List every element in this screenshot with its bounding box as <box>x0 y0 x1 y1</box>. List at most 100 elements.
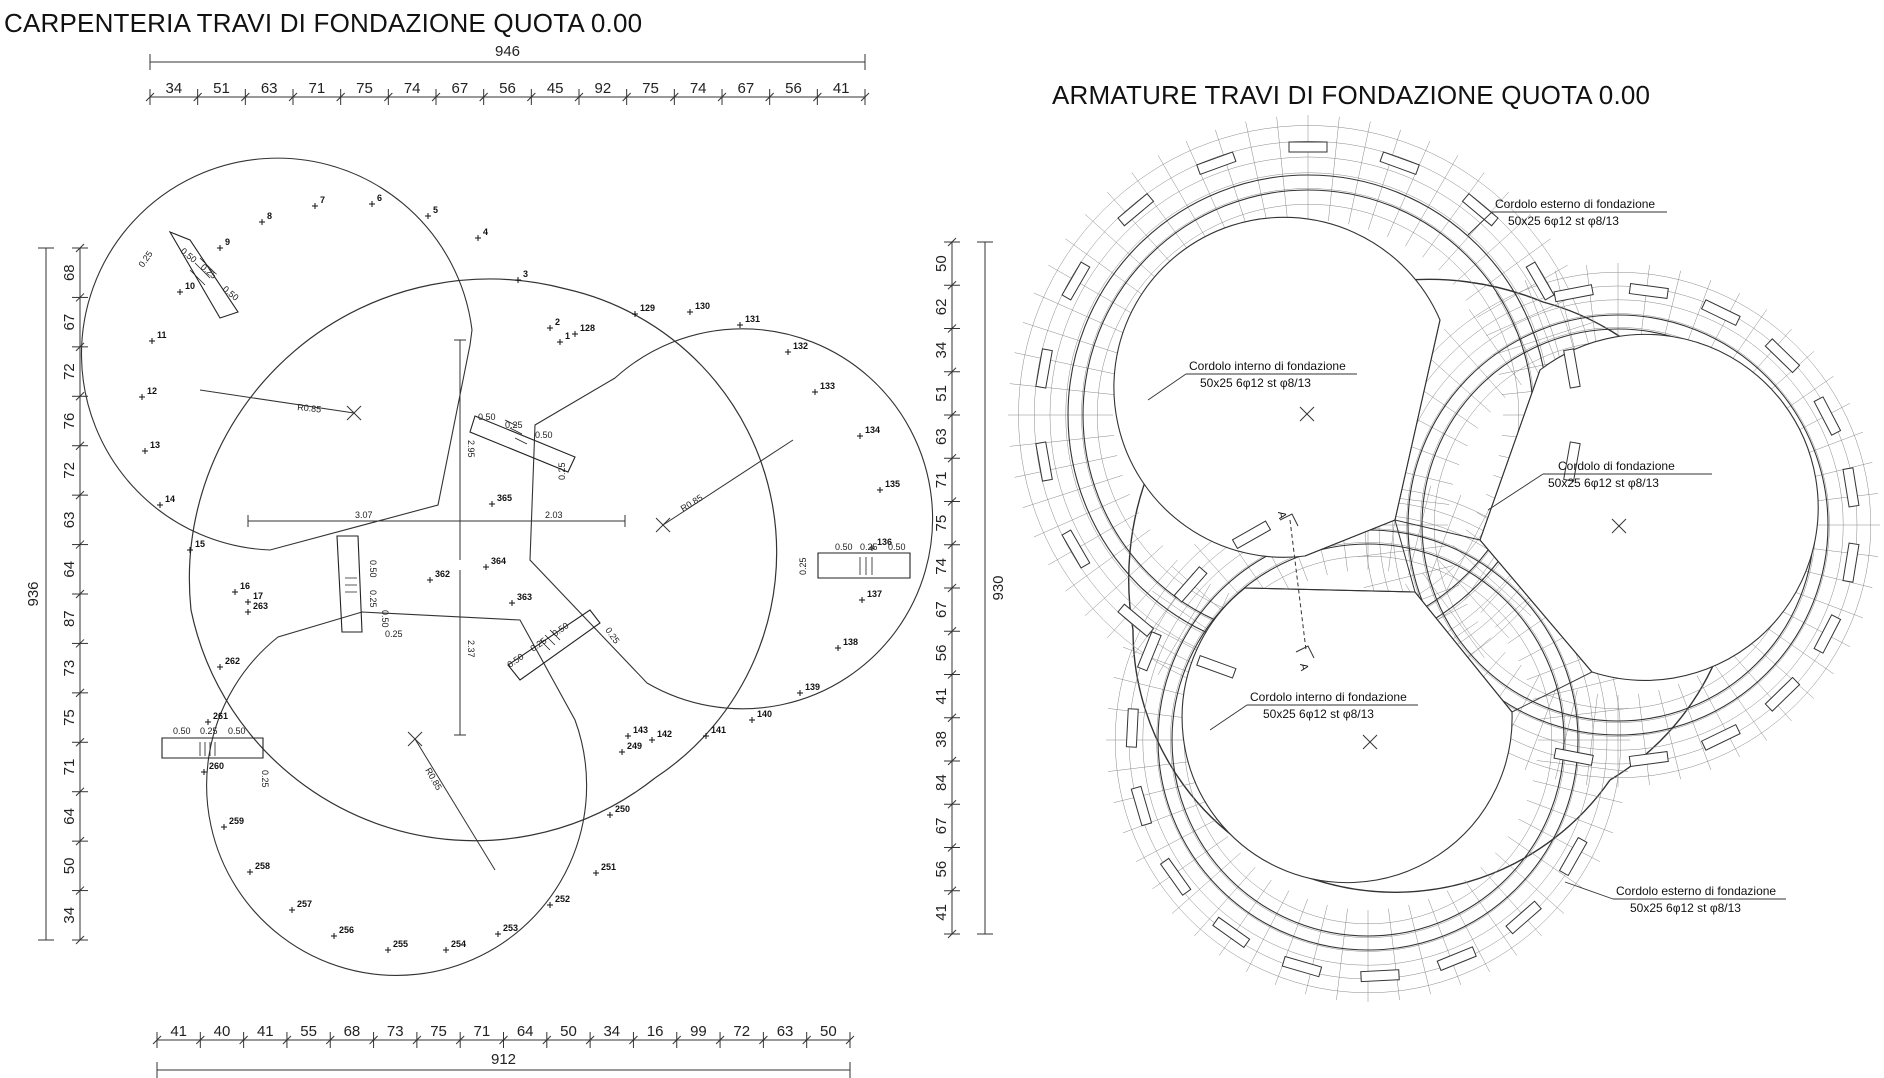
survey-point-label: 135 <box>885 479 900 489</box>
beam-side-f: 0.25 <box>603 625 621 645</box>
dim-bottom-segment: 72 <box>733 1023 750 1040</box>
inner-dim-1: 3.07 <box>355 510 373 520</box>
dim-top-segment: 71 <box>308 80 325 97</box>
survey-point-label: 134 <box>865 425 880 435</box>
beam-label-b2: 0.25 <box>860 542 878 552</box>
dim-bottom-segment: 99 <box>690 1023 707 1040</box>
dim-left-segment: 64 <box>61 561 78 578</box>
dim-bottom-segment: 55 <box>300 1023 317 1040</box>
survey-point-label: 15 <box>195 539 205 549</box>
section-label-top: A <box>1275 510 1288 520</box>
note-1-spec: 50x25 6φ12 st φ8/13 <box>1508 214 1619 228</box>
dim-bottom-segment: 40 <box>214 1023 231 1040</box>
radius-label-2: R0.85 <box>679 492 705 513</box>
dim-left-total: 936 <box>25 581 42 606</box>
survey-point-label: 259 <box>229 816 244 826</box>
survey-point-label: 5 <box>433 205 438 215</box>
survey-point-label: 133 <box>820 381 835 391</box>
beam-label-b1: 0.50 <box>835 542 853 552</box>
note-2-label: Cordolo interno di fondazione <box>1189 359 1346 373</box>
survey-point-label: 1 <box>565 331 570 341</box>
beam-label-f2: 0.25 <box>528 635 548 653</box>
survey-point-label: 365 <box>497 493 512 503</box>
dim-left-segment: 76 <box>61 413 78 430</box>
dim-right-segment: 56 <box>933 861 950 878</box>
dim-right-segment: 74 <box>933 558 950 575</box>
beam-label-c2: 0.25 <box>505 420 523 430</box>
dim-right-segment: 38 <box>933 731 950 748</box>
survey-point-label: 137 <box>867 589 882 599</box>
dim-bottom-segment: 16 <box>647 1023 664 1040</box>
dim-top-segment: 74 <box>690 80 707 97</box>
dim-top-segment: 56 <box>785 80 802 97</box>
survey-point-label: 16 <box>240 581 250 591</box>
survey-point-label: 7 <box>320 195 325 205</box>
dim-left-segment: 67 <box>61 314 78 331</box>
survey-point-label: 3 <box>523 269 528 279</box>
survey-point-label: 14 <box>165 494 175 504</box>
dim-top-segment: 56 <box>499 80 516 97</box>
radius-label-3: R0.85 <box>423 766 444 792</box>
note-2-spec: 50x25 6φ12 st φ8/13 <box>1200 376 1311 390</box>
survey-point-label: 256 <box>339 925 354 935</box>
beam-side-d: 0.25 <box>385 629 403 639</box>
survey-point-label: 250 <box>615 804 630 814</box>
note-4-spec: 50x25 6φ12 st φ8/13 <box>1263 707 1374 721</box>
dim-top-segment: 75 <box>642 80 659 97</box>
note-3-label: Cordolo di fondazione <box>1558 459 1675 473</box>
dim-bottom-segment: 50 <box>560 1023 577 1040</box>
beam-side-c: 0.25 <box>557 462 567 480</box>
note-5-label: Cordolo esterno di fondazione <box>1616 884 1776 898</box>
left-beam-sections <box>161 230 911 759</box>
survey-point-label: 249 <box>627 741 642 751</box>
dim-right-segment: 71 <box>933 472 950 489</box>
dim-right-segment: 50 <box>933 255 950 272</box>
dim-bottom-segment: 68 <box>344 1023 361 1040</box>
section-label-bottom: A <box>1297 662 1310 672</box>
beam-side-a: 0.25 <box>260 770 270 788</box>
dim-top-segment: 74 <box>404 80 421 97</box>
section-marker <box>1279 513 1315 659</box>
right-plan-title: ARMATURE TRAVI DI FONDAZIONE QUOTA 0.00 <box>1052 80 1651 110</box>
survey-point-label: 252 <box>555 894 570 904</box>
inner-dim-3: 2.95 <box>466 440 476 458</box>
dim-left-segment: 71 <box>61 759 78 776</box>
dim-bottom-segment: 41 <box>170 1023 187 1040</box>
right-ring-grid <box>1008 115 1880 1002</box>
survey-point-label: 136 <box>877 537 892 547</box>
left-inner-dims <box>247 339 626 736</box>
beam-side-e: 0.25 <box>136 249 154 269</box>
dim-top-segment: 75 <box>356 80 373 97</box>
beam-label-d3: 0.50 <box>380 610 390 628</box>
survey-point-label: 139 <box>805 682 820 692</box>
dim-bottom-segment: 64 <box>517 1023 534 1040</box>
dim-right-segment: 84 <box>933 774 950 791</box>
dim-right-segment: 34 <box>933 342 950 359</box>
note-1-label: Cordolo esterno di fondazione <box>1495 197 1655 211</box>
survey-point-label: 17 <box>253 591 263 601</box>
dim-right-segment: 75 <box>933 515 950 532</box>
survey-point-label: 141 <box>711 725 726 735</box>
survey-point-label: 129 <box>640 303 655 313</box>
survey-point-label: 363 <box>517 592 532 602</box>
survey-point-label: 138 <box>843 637 858 647</box>
survey-point-label: 2 <box>555 317 560 327</box>
survey-point-label: 251 <box>601 862 616 872</box>
survey-point-label: 9 <box>225 237 230 247</box>
dim-left-segment: 63 <box>61 512 78 529</box>
dim-bottom-segment: 41 <box>257 1023 274 1040</box>
dim-right-segment: 67 <box>933 601 950 618</box>
left-plan: R0.85 R0.85 R0.85 3.07 2.03 2.95 2.37 <box>38 54 993 1078</box>
dim-bottom-total: 912 <box>491 1051 516 1068</box>
dim-left-segment: 72 <box>61 462 78 479</box>
survey-point-label: 11 <box>157 330 167 340</box>
dim-bottom-segment: 73 <box>387 1023 404 1040</box>
beam-label-f3: 0.50 <box>550 620 570 638</box>
dim-bottom-segment: 63 <box>777 1023 794 1040</box>
survey-point-label: 132 <box>793 341 808 351</box>
inner-dim-4: 2.37 <box>466 640 476 658</box>
survey-point-label: 8 <box>267 211 272 221</box>
survey-point-label: 362 <box>435 569 450 579</box>
